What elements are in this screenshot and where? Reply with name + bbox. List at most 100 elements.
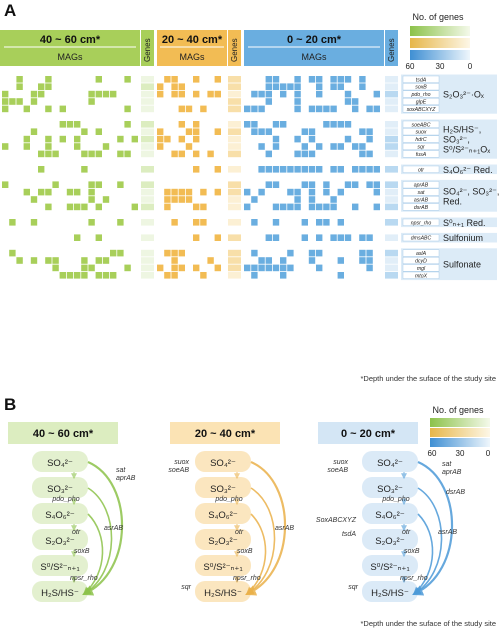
heatmap-cell xyxy=(301,166,308,173)
gene-count-cell xyxy=(385,83,398,90)
gene-name-label: dsrAB xyxy=(414,205,429,211)
heatmap-cell xyxy=(2,105,9,113)
heatmap-cell xyxy=(330,166,337,173)
heatmap-cell xyxy=(81,150,88,158)
heatmap-cell xyxy=(272,203,280,211)
heatmap-cell xyxy=(258,90,265,98)
heatmap-cell xyxy=(81,166,88,173)
gene-name-box xyxy=(402,218,440,226)
gene-group-box xyxy=(401,217,497,228)
gene-name-box xyxy=(402,75,440,83)
heatmap-cell xyxy=(157,90,164,98)
legend-b-tick-60: 60 xyxy=(428,449,437,458)
compound-node xyxy=(362,503,418,524)
pathway-gene-label: npsr_rho xyxy=(400,575,428,582)
gene-name-label: soxB xyxy=(415,85,427,91)
reaction-arrow xyxy=(245,487,276,595)
heatmap-cell xyxy=(265,257,272,264)
heatmap-cell xyxy=(207,90,214,98)
heatmap-cell xyxy=(280,257,287,264)
heatmap-cell xyxy=(287,83,294,90)
heatmap-cell xyxy=(193,128,200,135)
gene-name-label: mtoX xyxy=(415,273,428,279)
heatmap-cell xyxy=(117,249,124,257)
heatmap-cell xyxy=(337,219,344,226)
heatmap-cell xyxy=(251,90,258,98)
gene-count-cell xyxy=(228,135,241,143)
heatmap-cell xyxy=(251,264,258,272)
heatmap-cell xyxy=(38,90,45,98)
heatmap-cell xyxy=(164,203,171,211)
gene-name-label: dmsABC xyxy=(411,236,432,242)
heatmap-cell xyxy=(287,203,294,211)
gene-count-cell xyxy=(228,98,241,105)
gene-name-box xyxy=(402,195,440,203)
group-header-shallow: 0 ~ 20 cm* MAGs Genes xyxy=(244,30,398,66)
heatmap-cell xyxy=(366,166,373,173)
heatmap-cell xyxy=(330,121,337,128)
heatmap-cell xyxy=(178,249,185,257)
heatmap-cell xyxy=(214,128,221,135)
pathway-gene-label: tsdA xyxy=(342,531,356,538)
gene-name-box xyxy=(402,234,440,242)
compound-node xyxy=(195,581,251,602)
heatmap-cell xyxy=(294,83,301,90)
heatmap-cell xyxy=(88,196,95,203)
heatmap-cell xyxy=(265,128,272,135)
heatmap-cell xyxy=(88,181,95,188)
heatmap-cell xyxy=(52,181,59,188)
heatmap-cell xyxy=(157,264,164,272)
compound-node xyxy=(32,529,88,550)
compound-node xyxy=(195,477,251,498)
gene-count-cell xyxy=(141,257,154,264)
heatmap-cell xyxy=(373,90,380,98)
heatmap-cell xyxy=(207,257,214,264)
legend-b: No. of genes 60 30 0 xyxy=(428,405,491,458)
heatmap-cell xyxy=(359,128,366,135)
heatmap-cell xyxy=(244,121,251,128)
heatmap-cell xyxy=(287,188,294,196)
heatmap-cell xyxy=(193,150,200,158)
heatmap-cell xyxy=(265,83,272,90)
gene-name-box xyxy=(402,165,440,173)
heatmap-cell xyxy=(38,188,45,196)
heatmap-cell xyxy=(344,181,352,188)
heatmap-cell xyxy=(272,219,280,226)
heatmap-cell xyxy=(265,98,272,105)
gene-count-cell xyxy=(141,219,154,226)
gene-count-cell xyxy=(385,249,398,257)
gene-group-label: S₂O₃²⁻·Oₓ xyxy=(443,90,484,100)
heatmap-cell xyxy=(59,135,66,143)
gene-count-cell xyxy=(141,105,154,113)
heatmap-cell xyxy=(352,143,359,150)
gene-count-cell xyxy=(141,135,154,143)
gene-count-cell xyxy=(141,196,154,203)
pathway-gene-label: sqr xyxy=(348,584,358,591)
heatmap-cell xyxy=(110,272,117,279)
heatmap-cell xyxy=(308,105,316,113)
heatmap-cell xyxy=(117,181,124,188)
gene-name-box xyxy=(402,249,440,257)
heatmap-cell xyxy=(95,76,102,83)
heatmap-cell xyxy=(185,105,193,113)
heatmap-cell xyxy=(258,143,265,150)
heatmap-cell xyxy=(214,234,221,241)
heatmap-cell xyxy=(102,257,110,264)
gene-count-cell xyxy=(228,219,241,226)
heatmap-cell xyxy=(171,150,178,158)
gene-count-cell xyxy=(141,203,154,211)
pathway-diagrams: SO₄²⁻SO₃²⁻S₄O₆²⁻S₂O₃²⁻S⁰/S²⁻ₙ₊₁H₂S/HS⁻sa… xyxy=(32,451,465,602)
heatmap-cell xyxy=(366,150,373,158)
heatmap-cell xyxy=(59,105,66,113)
pathway-gene-label: pdo_pho xyxy=(381,496,409,503)
compound-label: S₄O₆²⁻ xyxy=(208,510,238,521)
heatmap-cell xyxy=(337,188,344,196)
heatmap-cell xyxy=(45,188,52,196)
gene-group-box xyxy=(401,232,497,243)
heatmap-cell xyxy=(280,264,287,272)
heatmap-cell xyxy=(316,143,323,150)
compound-node xyxy=(32,503,88,524)
gene-count-cell xyxy=(141,90,154,98)
gene-name-box xyxy=(402,188,440,196)
heatmap-cell xyxy=(45,105,52,113)
